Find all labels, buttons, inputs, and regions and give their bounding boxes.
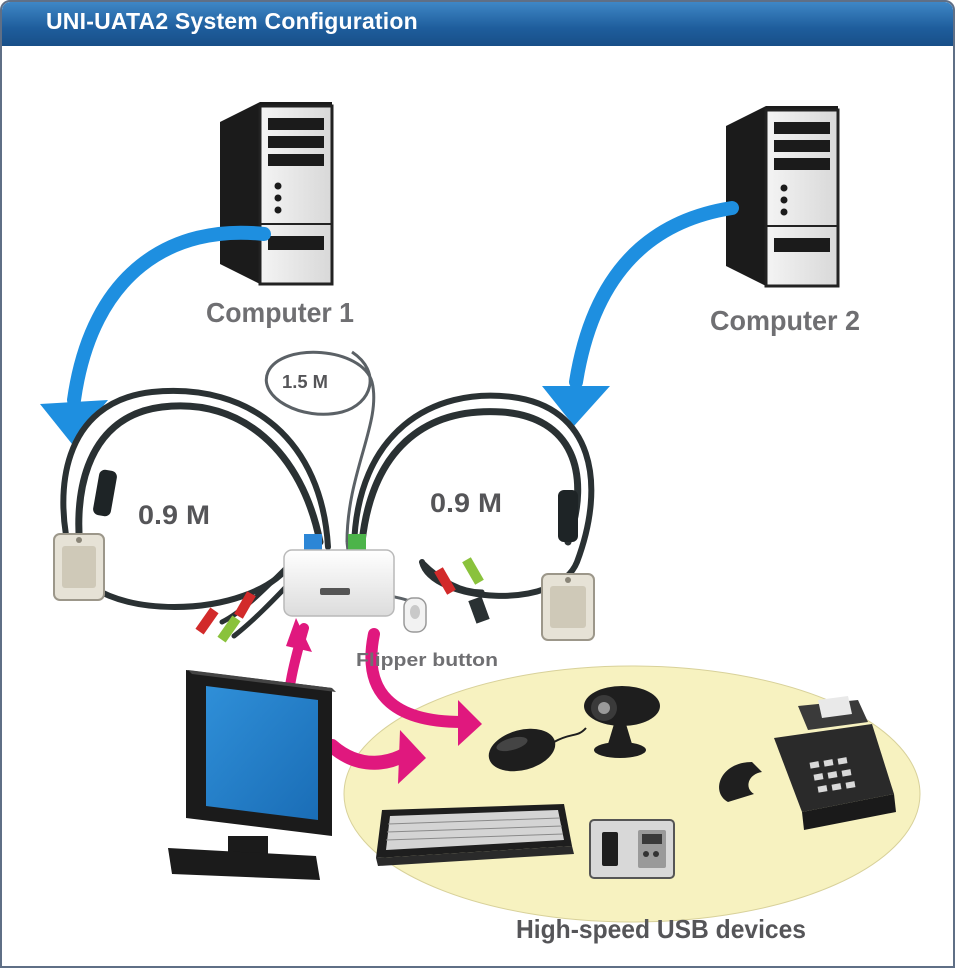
arrow-to-usb — [365, 628, 468, 728]
kvm-switch-icon — [283, 534, 395, 617]
arrow-to-monitor-head — [286, 618, 312, 652]
audio-plugs-right — [434, 557, 490, 624]
label-cable-right: 0.9 M — [430, 488, 502, 518]
arrow-monitor-to-usb-head — [398, 730, 426, 784]
vga-connector-left — [53, 533, 105, 601]
title-bar: UNI-UATA2 System Configuration — [2, 2, 953, 46]
label-cable-left: 0.9 M — [138, 500, 210, 530]
arrow-to-usb-head — [458, 700, 482, 746]
page-title: UNI-UATA2 System Configuration — [46, 8, 418, 34]
mouse-icon — [488, 727, 587, 772]
ferrite-left — [93, 469, 117, 517]
arrow-computer-2 — [542, 201, 739, 426]
audio-plugs-left — [195, 591, 256, 643]
label-usb-devices: High-speed USB devices — [516, 914, 806, 944]
webcam-icon — [584, 686, 660, 758]
label-cable-center: 1.5 M — [282, 372, 328, 392]
label-computer-1: Computer 1 — [206, 297, 354, 328]
arrow-computer-1 — [40, 225, 271, 444]
vga-connector-right — [541, 573, 595, 641]
fax-machine-icon — [719, 696, 896, 830]
computer-1-tower-icon — [220, 102, 334, 286]
computer-2-tower-icon — [726, 106, 840, 288]
flipper-button-icon — [403, 597, 427, 633]
ferrite-right — [558, 490, 578, 542]
monitor-icon — [168, 670, 336, 880]
keyboard-icon — [376, 804, 574, 866]
label-computer-2: Computer 2 — [710, 305, 860, 336]
label-flipper-button: Flipper button — [356, 650, 498, 670]
camera-icon — [589, 819, 675, 879]
